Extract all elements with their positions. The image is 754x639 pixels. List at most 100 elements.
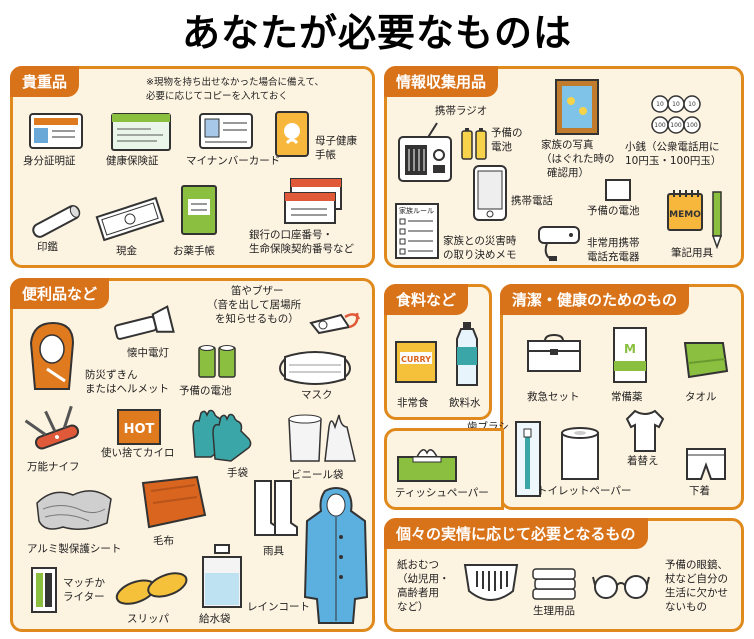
- item-label: 電話充電器: [587, 251, 640, 263]
- toothbrush-icon: [515, 421, 541, 497]
- insurance-card-icon: [111, 113, 171, 151]
- item-label: 電池: [491, 141, 512, 153]
- item-label: 家族の写真: [541, 139, 594, 151]
- seal-icon: [27, 205, 85, 238]
- item-label: 携帯ラジオ: [435, 105, 488, 117]
- item-label: ライター: [63, 591, 105, 603]
- towel-icon: [679, 341, 729, 379]
- item-label: レインコート: [247, 601, 310, 613]
- plastic-bag-icon: [285, 405, 361, 465]
- item-label: 銀行の口座番号・: [249, 229, 333, 241]
- medicine-book-icon: [181, 185, 217, 235]
- matches-icon: [31, 567, 57, 613]
- item-label: 予備の電池: [587, 205, 640, 217]
- note: ※現物を持ち出せなかった場合に備えて、: [146, 77, 325, 88]
- item-label: 高齢者用: [397, 587, 439, 599]
- item-label: 予備の眼鏡、: [665, 559, 728, 571]
- svg-text:100: 100: [686, 122, 698, 129]
- panel-title: 食料など: [384, 284, 469, 315]
- panel-title: 貴重品: [10, 66, 80, 97]
- item-label: 雨具: [263, 545, 284, 557]
- battery-icon: [461, 127, 489, 161]
- toilet-paper-icon: [561, 427, 599, 481]
- svg-text:10: 10: [672, 101, 680, 108]
- item-label: タオル: [685, 391, 717, 403]
- note: 必要に応じてコピーを入れておく: [146, 91, 288, 102]
- svg-text:100: 100: [654, 122, 666, 129]
- curry-text: CURRY: [401, 355, 431, 364]
- panel-title: 情報収集用品: [384, 66, 499, 97]
- panel-title: 個々の実情に応じて必要となるもの: [384, 518, 648, 549]
- blanket-icon: [135, 473, 207, 531]
- item-label: 生理用品: [533, 605, 575, 617]
- maternal-handbook-icon: [275, 111, 309, 157]
- panel-title: 清潔・健康のためのもの: [500, 284, 690, 315]
- item-label: トイレットペーパー: [537, 485, 632, 497]
- item-label: の取り決めメモ: [443, 249, 517, 261]
- item-label: 身分証明証: [23, 155, 76, 167]
- raincoat-icon: [303, 487, 369, 627]
- phone-charger-icon: [537, 225, 583, 263]
- water-bottle-icon: [455, 321, 479, 387]
- hood-icon: [27, 319, 77, 391]
- item-label: 家族との災害時: [443, 235, 517, 247]
- sanitary-pads-icon: [531, 563, 577, 601]
- item-label: 筆記用具: [671, 247, 713, 259]
- item-label: 下着: [689, 485, 710, 497]
- emergency-sheet-icon: [33, 483, 115, 535]
- medicine-mark: M: [624, 342, 636, 356]
- panel-valuables: 貴重品 ※現物を持ち出せなかった場合に備えて、 必要に応じてコピーを入れておく …: [10, 66, 375, 268]
- item-label: 飲料水: [449, 397, 481, 409]
- item-label: 小銭（公衆電話用に: [625, 141, 720, 153]
- page-title: あなたが必要なものは: [181, 11, 572, 55]
- item-label: 常備薬: [611, 391, 643, 403]
- panel-food: 食料など CURRY 非常食 飲料水: [384, 284, 492, 420]
- item-label: 救急セット: [527, 391, 580, 403]
- item-label: 現金: [116, 245, 137, 257]
- item-label: 手袋: [227, 467, 248, 479]
- item-label: （音を出して居場所: [207, 299, 302, 311]
- first-aid-box-icon: [527, 333, 581, 373]
- item-label: 使い捨てカイロ: [101, 447, 175, 459]
- item-label: 印鑑: [37, 241, 58, 253]
- item-label: 10円玉・100円玉）: [625, 155, 722, 167]
- item-label: アルミ製保護シート: [27, 543, 122, 555]
- item-label: 母子健康: [315, 135, 357, 147]
- item-label: 万能ナイフ: [27, 461, 80, 473]
- item-label: （はぐれた時の: [541, 153, 615, 165]
- rain-boots-icon: [251, 479, 301, 539]
- cash-icon: [95, 196, 165, 242]
- diaper-icon: [463, 561, 519, 611]
- item-label: 健康保険証: [106, 155, 159, 167]
- panel-title: 便利品など: [10, 278, 110, 309]
- item-label: マイナンバーカード: [186, 155, 281, 167]
- panel-hygiene-tissue: ティッシュペーパー: [384, 428, 504, 510]
- item-label: 手帳: [315, 149, 336, 161]
- panel-convenience: 便利品など 笛やブザー （音を出して居場所 を知らせるもの） 防災ずきん または…: [10, 278, 375, 632]
- tissue-box-icon: [397, 443, 457, 483]
- underwear-icon: [685, 447, 727, 481]
- gloves-icon: [189, 405, 259, 462]
- item-label: （幼児用・: [397, 573, 450, 585]
- item-label: 非常用携帯: [587, 237, 640, 249]
- item-label: 紙おむつ: [397, 559, 439, 571]
- family-rules-card-icon: [395, 203, 439, 259]
- bank-book-icon: [283, 177, 345, 227]
- item-label: 杖など自分の: [665, 573, 728, 585]
- memo-pad-icon: MEMO: [667, 189, 703, 231]
- panel-hygiene: 清潔・健康のためのもの 救急セット M 常備薬 タオル 歯ブラシ トイレットペー…: [467, 284, 744, 510]
- item-label: 非常食: [397, 397, 429, 409]
- item-label: 予備の電池: [179, 385, 232, 397]
- hot-text: HOT: [124, 422, 155, 437]
- hand-warmer-icon: HOT: [117, 409, 161, 445]
- id-card-icon: [29, 113, 83, 149]
- clothes-icon: [623, 409, 667, 453]
- item-label: 笛やブザー: [231, 285, 284, 297]
- water-bag-icon: [199, 543, 245, 611]
- pen-icon: [711, 191, 723, 250]
- glasses-icon: [592, 571, 650, 601]
- panel-individual: 個々の実情に応じて必要となるもの 紙おむつ （幼児用・ 高齢者用 など） 生理用…: [384, 518, 744, 632]
- item-label: 生活に欠かせ: [665, 587, 728, 599]
- item-label: 毛布: [153, 535, 174, 547]
